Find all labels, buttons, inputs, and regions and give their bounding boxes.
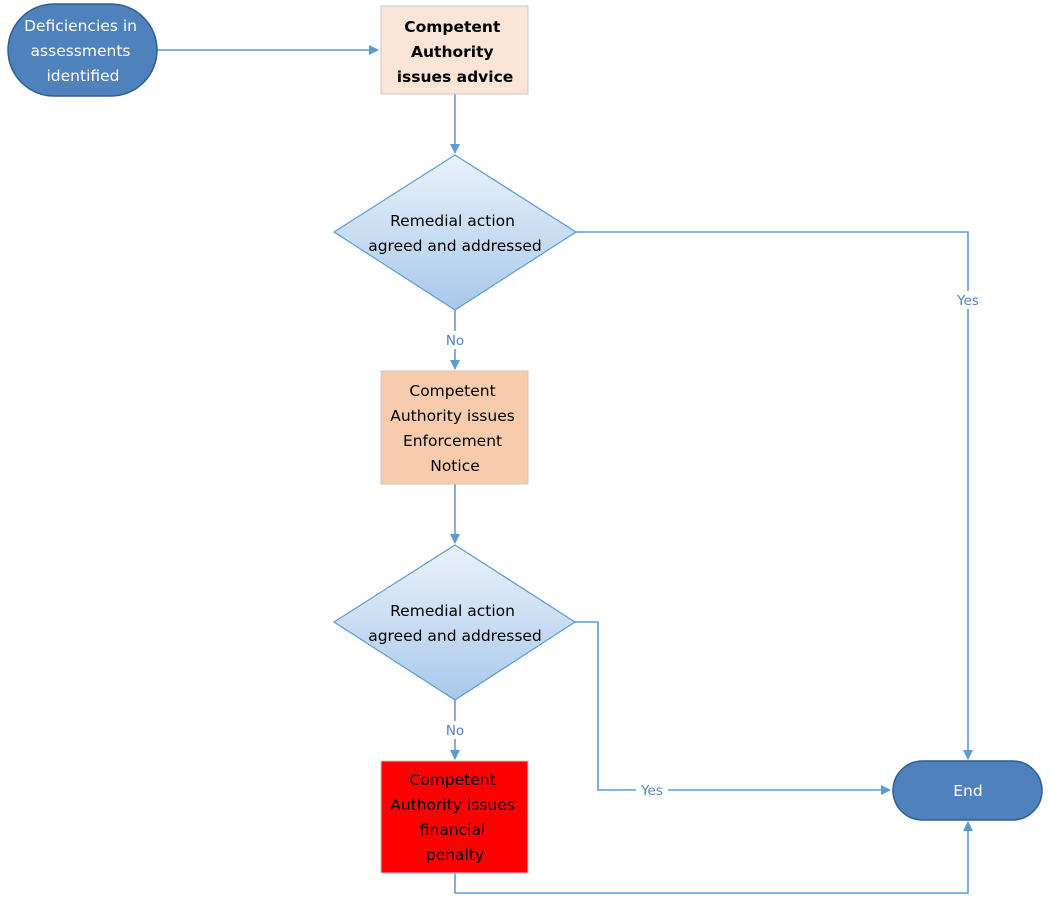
edge-labels: No Yes No Yes <box>442 291 983 799</box>
enforcement-label: Competent Authority issues Enforcement N… <box>390 382 520 475</box>
decision-2-label-line-1: Remedial action <box>390 602 515 620</box>
label-decision2-no: No <box>446 723 464 739</box>
penalty-shape <box>380 760 529 874</box>
label-decision1-no: No <box>446 333 464 349</box>
advice-shape <box>380 5 529 95</box>
penalty-process: Competent Authority issues financial pen… <box>380 760 529 874</box>
end-terminator: End <box>892 760 1043 821</box>
advice-label: Competent Authority issues advice <box>397 18 514 86</box>
start-label-line-1: Deficiencies in <box>24 17 137 35</box>
connectors <box>157 45 973 894</box>
start-label-line-2: assessments <box>31 42 131 60</box>
enforcement-process: Competent Authority issues Enforcement N… <box>380 370 529 485</box>
start-label-line-3: identified <box>46 67 119 85</box>
label-bg-d1-no <box>442 331 468 349</box>
decision-2-label-line-2: agreed and addressed <box>368 627 542 645</box>
edge-decision2-yes-to-end <box>575 621 891 795</box>
enforcement-label-line-4: Notice <box>430 457 480 475</box>
advice-label-line-1: Competent <box>404 18 501 36</box>
decision-1-shape <box>332 154 578 311</box>
decision-1-label-line-2: agreed and addressed <box>368 237 542 255</box>
advice-process: Competent Authority issues advice <box>380 5 529 95</box>
start-label: Deficiencies in assessments identified <box>24 17 142 85</box>
decision-1-label-line-1: Remedial action <box>390 212 515 230</box>
penalty-label-line-1: Competent <box>409 771 495 789</box>
start-terminator: Deficiencies in assessments identified <box>7 3 158 97</box>
decision-2-shape <box>332 544 577 701</box>
enforcement-label-line-1: Competent <box>409 382 495 400</box>
label-bg-d2-yes <box>636 781 668 799</box>
start-shape <box>7 3 158 97</box>
penalty-label-line-2: Authority issues <box>390 796 515 814</box>
decision-2-label: Remedial action agreed and addressed <box>368 602 542 645</box>
decision-1-label: Remedial action agreed and addressed <box>368 212 542 255</box>
edge-decision1-yes-to-end <box>576 231 973 760</box>
end-shape <box>892 760 1043 821</box>
decision-2: Remedial action agreed and addressed <box>332 544 577 701</box>
enforcement-label-line-2: Authority issues <box>390 407 515 425</box>
label-bg-d1-yes <box>953 291 983 309</box>
penalty-label-line-3: financial <box>420 821 486 839</box>
penalty-label: Competent Authority issues financial pen… <box>390 771 520 864</box>
label-decision2-yes: Yes <box>640 783 663 799</box>
advice-label-line-2: Authority <box>411 43 494 61</box>
advice-label-line-3: issues advice <box>397 68 514 86</box>
label-bg-d2-no <box>442 721 468 739</box>
enforcement-label-line-3: Enforcement <box>403 432 502 450</box>
decision-1: Remedial action agreed and addressed <box>332 154 578 311</box>
edge-penalty-to-end <box>454 821 973 894</box>
enforcement-shape <box>380 370 529 485</box>
end-label: End <box>953 782 982 800</box>
label-decision1-yes: Yes <box>956 293 979 309</box>
penalty-label-line-4: penalty <box>426 846 484 864</box>
